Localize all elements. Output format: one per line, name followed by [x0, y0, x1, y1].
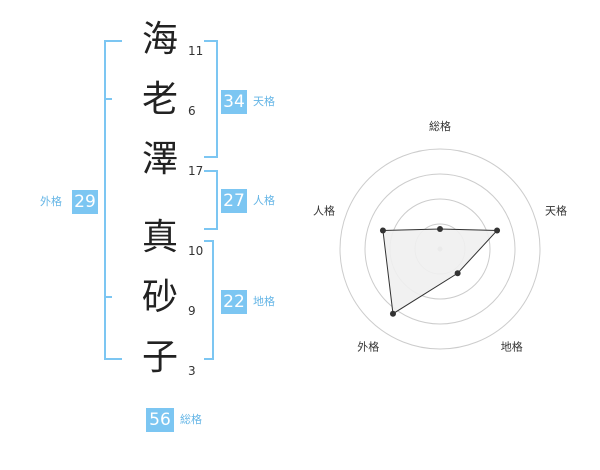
chikaku-bracket — [204, 240, 214, 360]
radar-point-5 — [379, 227, 386, 234]
radar-axis-label-2: 天格 — [545, 203, 567, 217]
radar-polygon — [382, 228, 499, 315]
jinkaku-label: 人格 — [253, 194, 275, 207]
name-char-5: 砂 — [141, 277, 178, 318]
radar-points — [379, 226, 501, 317]
chikaku-value: 22 — [221, 290, 247, 314]
bracket-tick — [104, 296, 112, 298]
stroke-count-2: 6 — [188, 104, 196, 118]
stroke-count-4: 10 — [188, 244, 204, 258]
jinkaku-value: 27 — [221, 189, 247, 213]
name-char-2: 老 — [141, 79, 178, 120]
tenkaku-bracket — [204, 40, 218, 158]
radar-point-2 — [494, 227, 501, 234]
stroke-count-1: 11 — [188, 44, 204, 58]
name-char-3: 澤 — [141, 139, 178, 180]
soukaku-label: 総格 — [180, 413, 202, 426]
radar-axis-label-3: 地格 — [501, 340, 523, 354]
name-char-1: 海 — [141, 19, 178, 60]
stroke-count-6: 3 — [188, 364, 196, 378]
stroke-count-3: 17 — [188, 164, 204, 178]
gaikaku-bracket — [104, 40, 122, 360]
radar-point-3 — [454, 270, 461, 277]
name-char-4: 真 — [141, 217, 178, 258]
radar-point-1 — [437, 226, 443, 232]
name-char-6: 子 — [141, 337, 178, 378]
tenkaku-label: 天格 — [253, 95, 275, 108]
bracket-tick — [104, 98, 112, 100]
gaikaku-value: 29 — [72, 190, 98, 214]
tenkaku-value: 34 — [221, 90, 247, 114]
radar-axis-label-4: 外格 — [357, 340, 379, 354]
radar-axis-label-1: 総格 — [429, 119, 451, 133]
radar-grid-ring — [339, 148, 541, 350]
chikaku-label: 地格 — [253, 295, 275, 308]
radar-axis-label-5: 人格 — [313, 203, 335, 217]
radar-grid-ring — [364, 173, 516, 325]
jinkaku-bracket — [204, 170, 218, 230]
soukaku-value: 56 — [146, 408, 174, 432]
stroke-count-5: 9 — [188, 304, 196, 318]
radar-point-4 — [389, 310, 396, 317]
gaikaku-label: 外格 — [40, 195, 62, 208]
